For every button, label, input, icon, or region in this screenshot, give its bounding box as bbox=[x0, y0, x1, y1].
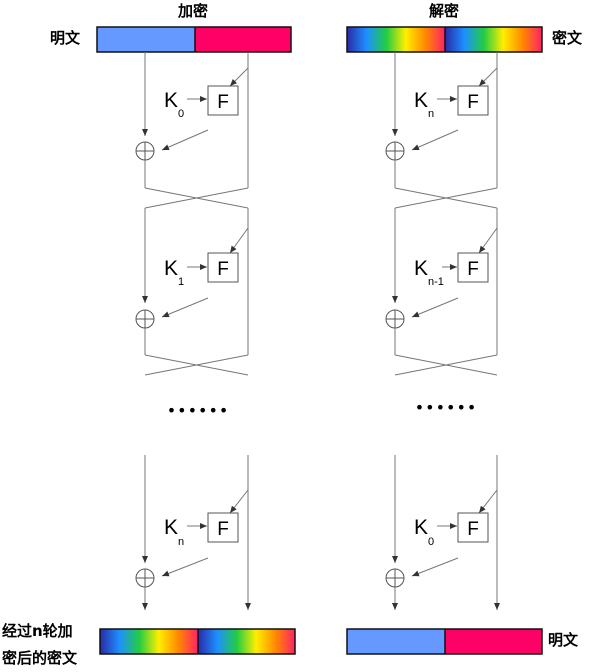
encrypt-ciphertext-label-line1: 经过n轮加 bbox=[2, 622, 73, 640]
decrypt-ellipsis: •••••• bbox=[415, 398, 478, 417]
encrypt-key-1-label: K bbox=[164, 257, 178, 280]
decrypt-xor-icon-n bbox=[385, 568, 405, 588]
encrypt-ciphertext-label-line2: 密后的密文 bbox=[2, 649, 78, 667]
decrypt-key-0-sub: 0 bbox=[428, 536, 434, 548]
encrypt-key-n-label: K bbox=[164, 516, 178, 539]
decrypt-f-label-n: F bbox=[467, 519, 479, 540]
decrypt-key-n-label: K bbox=[414, 89, 428, 112]
encrypt-plaintext-label: 明文 bbox=[50, 29, 81, 47]
decrypt-key-n-sub: n bbox=[428, 108, 434, 120]
encrypt-key-n-sub: n bbox=[178, 536, 184, 548]
encrypt-ellipsis: •••••• bbox=[167, 401, 230, 420]
encrypt-f-box-2 bbox=[207, 252, 239, 283]
decrypt-round-n: K 0 F bbox=[385, 455, 500, 610]
decrypt-f-box-1 bbox=[457, 85, 489, 116]
decrypt-round-2: K n-1 F bbox=[385, 208, 498, 376]
decrypt-key-n-1-sub: n-1 bbox=[428, 276, 444, 288]
encrypt-round-n: K n F bbox=[135, 455, 251, 610]
encrypt-f-label-n: F bbox=[217, 519, 229, 540]
decrypt-f-box-n bbox=[457, 512, 489, 543]
encrypt-plaintext-bar bbox=[96, 26, 292, 53]
decrypt-key-n-1-label: K bbox=[414, 257, 428, 280]
encrypt-title: 加密 bbox=[177, 2, 208, 20]
encrypt-round-1: K 0 F bbox=[135, 52, 249, 209]
encrypt-round-2: K 1 F bbox=[135, 208, 249, 376]
encrypt-f-label-1: F bbox=[217, 92, 229, 113]
encrypt-f-label-2: F bbox=[217, 259, 229, 280]
encrypt-key-1-sub: 1 bbox=[178, 276, 184, 288]
decrypt-xor-icon-2 bbox=[385, 309, 405, 329]
encrypt-xor-icon-n bbox=[135, 568, 155, 588]
encrypt-ciphertext-bar bbox=[99, 628, 296, 655]
encrypt-key-0-label: K bbox=[164, 89, 178, 112]
decrypt-ciphertext-label: 密文 bbox=[552, 29, 583, 47]
decrypt-title: 解密 bbox=[429, 2, 459, 20]
decrypt-round-1: K n F bbox=[385, 52, 498, 209]
decrypt-f-label-1: F bbox=[467, 92, 479, 113]
encrypt-xor-icon-2 bbox=[135, 309, 155, 329]
encrypt-f-box-1 bbox=[207, 85, 239, 116]
decrypt-key-0-label: K bbox=[414, 516, 428, 539]
decrypt-plaintext-bar bbox=[346, 628, 543, 655]
decrypt-f-box-2 bbox=[457, 252, 489, 283]
decrypt-ciphertext-bar bbox=[346, 26, 543, 53]
encrypt-f-box-n bbox=[207, 512, 239, 543]
encrypt-key-0-sub: 0 bbox=[178, 108, 184, 120]
encrypt-xor-icon-1 bbox=[135, 141, 155, 161]
decrypt-xor-icon-1 bbox=[385, 141, 405, 161]
decrypt-plaintext-label: 明文 bbox=[548, 631, 579, 649]
decrypt-f-label-2: F bbox=[467, 259, 479, 280]
